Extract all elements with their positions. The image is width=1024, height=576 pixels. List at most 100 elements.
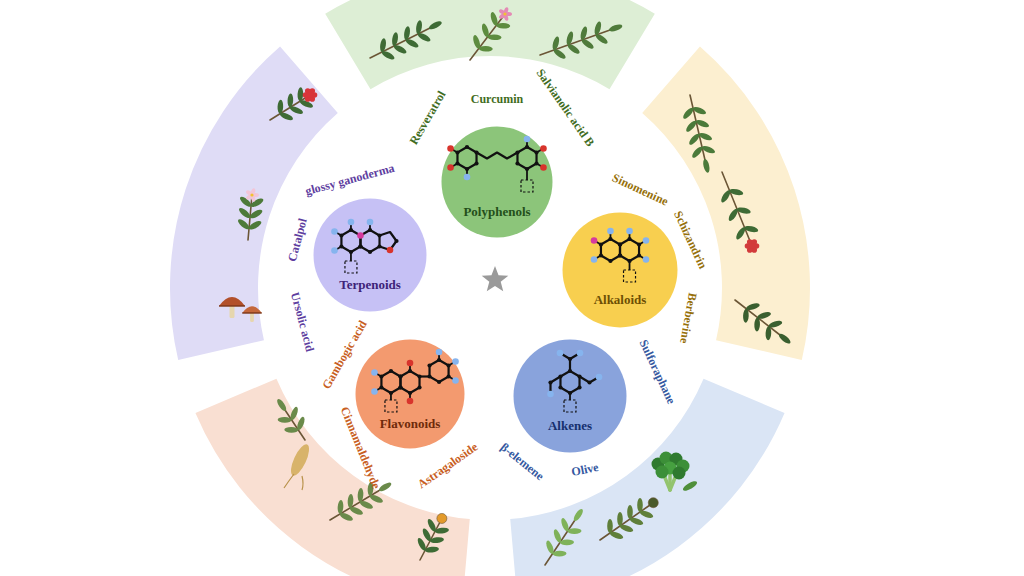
- category-circle: Polyphenols: [441, 126, 553, 238]
- plant-illustration: [219, 297, 245, 318]
- plant-illustration: [470, 14, 505, 60]
- molecule-structure: [558, 374, 562, 378]
- plant-illustration: [593, 21, 602, 36]
- plant-illustration: [565, 31, 574, 46]
- plant-illustration: [743, 309, 749, 323]
- compound-label: Ursolic acid: [288, 291, 317, 353]
- plant-illustration: [701, 144, 716, 154]
- category-circle: Flavonoids: [355, 339, 465, 449]
- plant-illustration: [393, 44, 408, 56]
- molecule-structure: [408, 369, 412, 373]
- molecule-structure: [620, 239, 639, 261]
- molecule-structure: [455, 150, 459, 154]
- plant-illustration: [552, 48, 567, 61]
- category-label: Alkenes: [548, 419, 593, 434]
- plant-illustration: [470, 7, 512, 60]
- molecule-structure: [357, 232, 364, 239]
- molecule-structure: [377, 233, 381, 237]
- molecule-structure: [474, 161, 478, 165]
- plant-illustration: [428, 20, 443, 31]
- plant-illustration: [580, 38, 595, 51]
- plant-illustration: [496, 23, 510, 29]
- molecule-structure: [515, 150, 519, 154]
- molecule-structure: [618, 242, 622, 246]
- plant-illustration: [381, 50, 396, 62]
- molecule-structure: [637, 253, 641, 257]
- plant-illustration: [735, 300, 792, 345]
- molecule-structure: [568, 357, 572, 361]
- plant-illustration: [540, 21, 623, 61]
- plant-illustration: [219, 7, 792, 565]
- compound-label: Astragaloside: [416, 441, 481, 492]
- compound-label: Berberine: [677, 292, 699, 345]
- plant-illustration: [736, 206, 751, 215]
- plant-illustration: [702, 158, 711, 173]
- molecule-structure: [380, 232, 397, 250]
- molecule-structure: [547, 350, 602, 412]
- molecule-structure: [447, 164, 454, 171]
- plant-illustration: [729, 188, 744, 197]
- center-star: [482, 266, 509, 291]
- molecule-structure: [368, 250, 372, 254]
- plant-illustration: [487, 34, 501, 40]
- molecule-structure: [394, 239, 398, 243]
- plant-illustration: [720, 172, 760, 253]
- plant-illustration: [236, 188, 264, 240]
- category-circle: Alkaloids: [562, 212, 678, 328]
- molecule-structure: [385, 400, 397, 412]
- compound-label: Salvianolic acid B: [533, 67, 596, 149]
- plant-illustration: [648, 498, 658, 508]
- plant-illustration: [369, 493, 384, 504]
- plant-band: [170, 0, 810, 576]
- molecule-structure: [387, 247, 394, 254]
- molecule-structure: [452, 358, 459, 365]
- plant-illustration: [600, 505, 650, 540]
- molecule-structure: [618, 242, 622, 246]
- circle-shape: [514, 340, 627, 453]
- molecule-structure: [568, 369, 572, 373]
- molecule-structure: [591, 256, 598, 263]
- plant-illustration: [735, 300, 780, 335]
- plant-illustration: [405, 38, 420, 50]
- molecule-structure: [345, 261, 357, 273]
- plant-illustration: [287, 93, 293, 107]
- molecule-structure: [618, 253, 622, 257]
- circle-shape: [314, 199, 427, 312]
- molecule-structure: [643, 237, 650, 244]
- plant-band: [170, 46, 338, 359]
- plant-illustration: [237, 206, 251, 219]
- molecule-structure: [447, 136, 547, 192]
- category-circle: Terpenoids: [313, 198, 427, 312]
- plant-illustration: [359, 499, 374, 510]
- circle-shape: [563, 213, 678, 328]
- molecule-structure: [587, 380, 591, 384]
- molecule-structure: [577, 350, 584, 357]
- plant-illustration: [284, 474, 303, 490]
- plant-illustration: [682, 95, 716, 173]
- plant-band: [325, 0, 655, 89]
- plant-illustration: [391, 32, 399, 47]
- plant-illustration: [682, 479, 699, 492]
- plant-illustration: [275, 398, 306, 440]
- plant-illustration: [297, 87, 303, 101]
- plant-illustration: [437, 513, 447, 523]
- molecule-structure: [599, 242, 603, 246]
- molecule-structure: [524, 136, 531, 143]
- molecule-structure: [389, 391, 393, 395]
- molecule-structure: [368, 228, 372, 232]
- plant-illustration: [673, 467, 686, 480]
- molecule-structure: [367, 219, 374, 226]
- molecule-structure: [446, 363, 450, 367]
- plant-illustration: [416, 513, 449, 560]
- molecule-structure: [643, 256, 650, 263]
- molecule-structure: [455, 161, 459, 165]
- molecule-structure: [548, 380, 552, 384]
- plant-illustration: [594, 33, 609, 46]
- molecule-structure: [358, 244, 362, 248]
- molecule-structure: [331, 228, 338, 235]
- molecule-structure: [599, 253, 603, 257]
- plant-illustration: [349, 505, 364, 516]
- plant-illustration: [425, 546, 440, 553]
- molecule-structure: [447, 145, 454, 152]
- plant-illustration: [296, 416, 306, 431]
